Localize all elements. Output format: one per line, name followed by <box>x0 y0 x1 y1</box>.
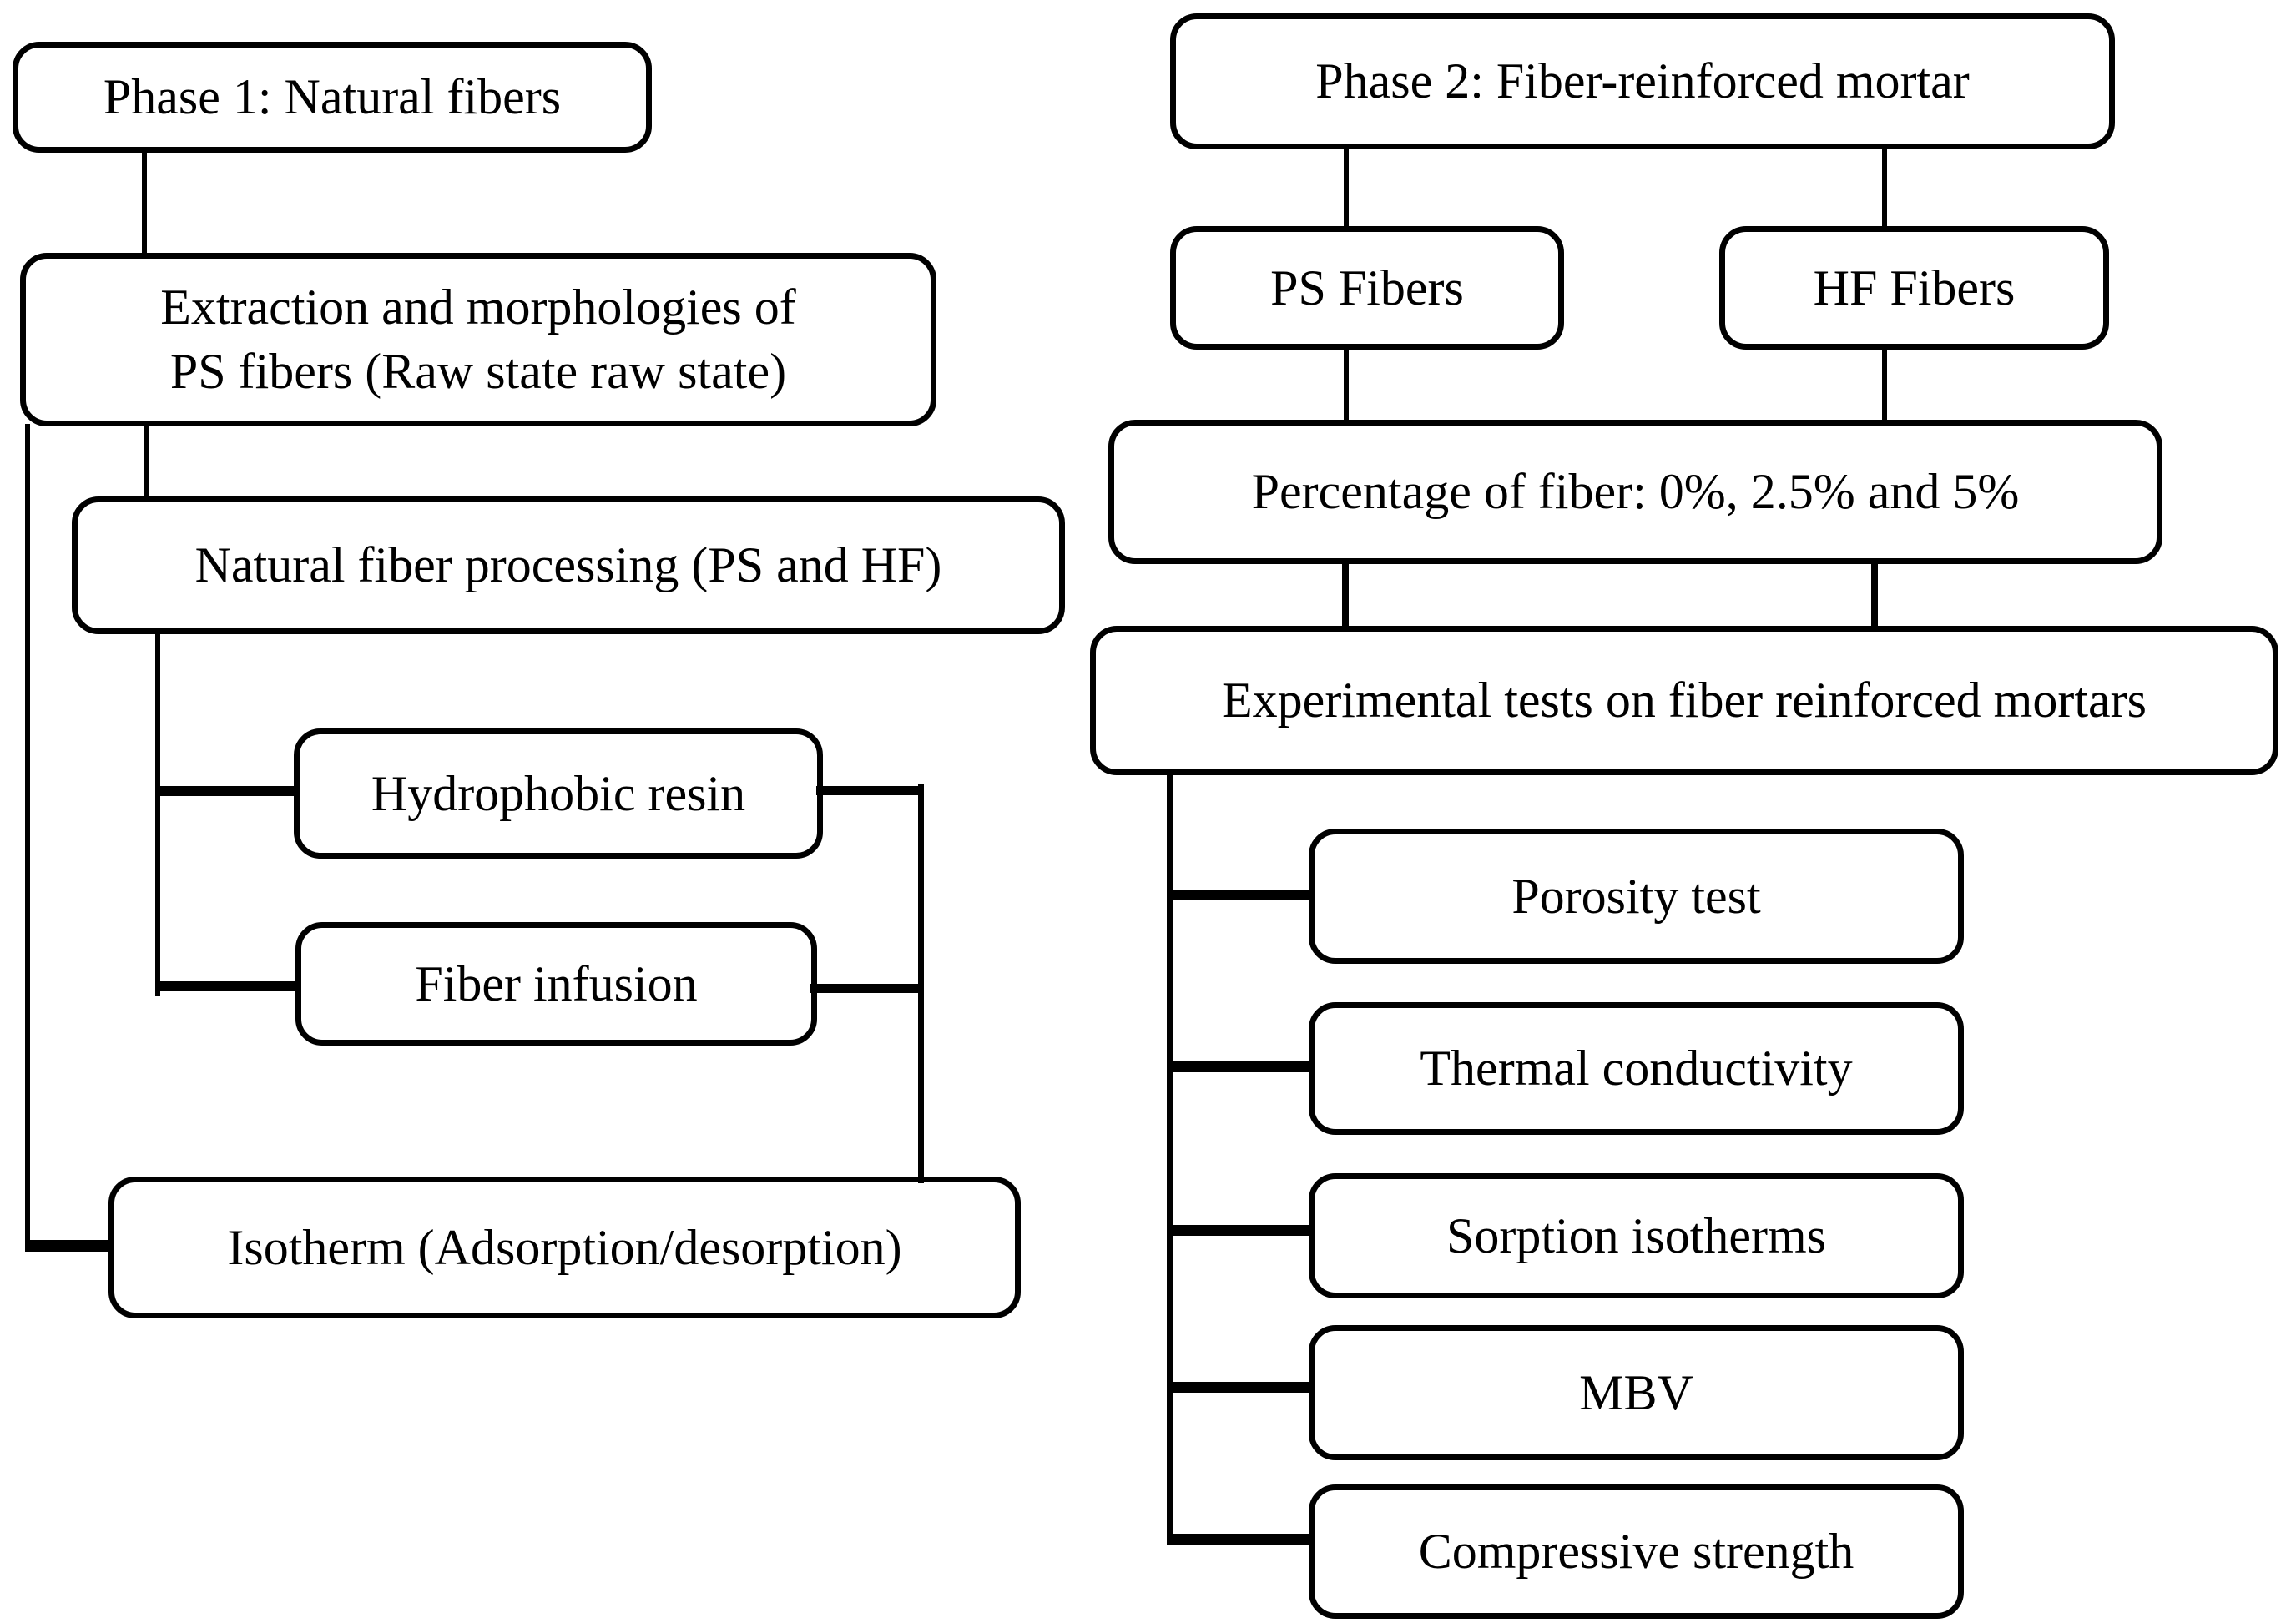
node-isotherm: Isotherm (Adsorption/desorption) <box>108 1177 1021 1318</box>
node-phase1-title-label: Phase 1: Natural fibers <box>103 69 562 125</box>
node-hydrophobic-resin: Hydrophobic resin <box>294 728 823 859</box>
connector-ps-to-percentage <box>1344 345 1349 424</box>
node-sorption-isotherms-label: Sorption isotherms <box>1446 1207 1826 1263</box>
node-phase1-title: Phase 1: Natural fibers <box>13 42 652 153</box>
node-compressive-strength-label: Compressive strength <box>1418 1524 1854 1580</box>
node-fiber-infusion: Fiber infusion <box>295 922 817 1046</box>
node-sorption-isotherms: Sorption isotherms <box>1309 1173 1964 1298</box>
connector-isotherm-left-stub <box>25 1240 113 1252</box>
node-extraction-label-line1: Extraction and morphologies of <box>160 280 796 335</box>
node-experimental-tests-label: Experimental tests on fiber reinforced m… <box>1222 673 2147 728</box>
node-hf-fibers-label: HF Fibers <box>1813 260 2016 315</box>
node-hydrophobic-resin-label: Hydrophobic resin <box>371 765 746 821</box>
node-porosity-test-label: Porosity test <box>1511 868 1761 924</box>
node-extraction-label-line2: PS fibers (Raw state raw state) <box>169 344 787 399</box>
connector-percentage-to-experimental-left <box>1342 559 1349 631</box>
node-hf-fibers: HF Fibers <box>1719 226 2109 350</box>
node-isotherm-label: Isotherm (Adsorption/desorption) <box>227 1219 902 1275</box>
node-mbv: MBV <box>1309 1325 1964 1460</box>
connector-experimental-spine <box>1167 769 1173 1545</box>
connector-extraction-to-isotherm <box>25 424 30 1247</box>
node-phase2-title: Phase 2: Fiber-reinforced mortar <box>1170 13 2115 149</box>
node-fiber-infusion-label: Fiber infusion <box>415 955 698 1011</box>
connector-right-collector-to-isotherm <box>918 784 924 1183</box>
connector-phase2-to-ps <box>1344 144 1349 230</box>
node-experimental-tests: Experimental tests on fiber reinforced m… <box>1090 626 2278 775</box>
connector-percentage-to-experimental-right <box>1871 559 1878 631</box>
node-processing: Natural fiber processing (PS and HF) <box>72 496 1065 634</box>
connector-processing-branch <box>155 632 160 996</box>
node-percentage-label: Percentage of fiber: 0%, 2.5% and 5% <box>1251 464 2020 520</box>
node-compressive-strength: Compressive strength <box>1309 1484 1964 1619</box>
connector-sorption-stub <box>1167 1225 1315 1236</box>
connector-resin-right-stub <box>816 786 923 795</box>
node-porosity-test: Porosity test <box>1309 829 1964 964</box>
connector-phase1-to-extraction <box>142 150 147 257</box>
node-thermal-conductivity-label: Thermal conductivity <box>1420 1041 1853 1096</box>
node-extraction: Extraction and morphologies of PS fibers… <box>20 253 936 426</box>
connector-porosity-stub <box>1167 890 1315 900</box>
connector-hf-to-percentage <box>1882 345 1887 424</box>
connector-infusion-right-stub <box>810 984 923 993</box>
connector-mbv-stub <box>1167 1382 1315 1393</box>
node-thermal-conductivity: Thermal conductivity <box>1309 1002 1964 1135</box>
node-percentage: Percentage of fiber: 0%, 2.5% and 5% <box>1108 420 2162 564</box>
connector-infusion-left-stub <box>155 981 300 991</box>
node-ps-fibers-label: PS Fibers <box>1270 260 1464 315</box>
connector-phase2-to-hf <box>1882 144 1887 230</box>
connector-extraction-to-processing <box>144 424 149 501</box>
connector-resin-left-stub <box>155 786 299 796</box>
connector-compressive-stub <box>1167 1534 1315 1545</box>
node-processing-label: Natural fiber processing (PS and HF) <box>194 537 942 593</box>
node-ps-fibers: PS Fibers <box>1170 226 1564 350</box>
node-mbv-label: MBV <box>1579 1364 1693 1420</box>
connector-thermal-stub <box>1167 1061 1315 1072</box>
node-phase2-title-label: Phase 2: Fiber-reinforced mortar <box>1315 53 1970 109</box>
